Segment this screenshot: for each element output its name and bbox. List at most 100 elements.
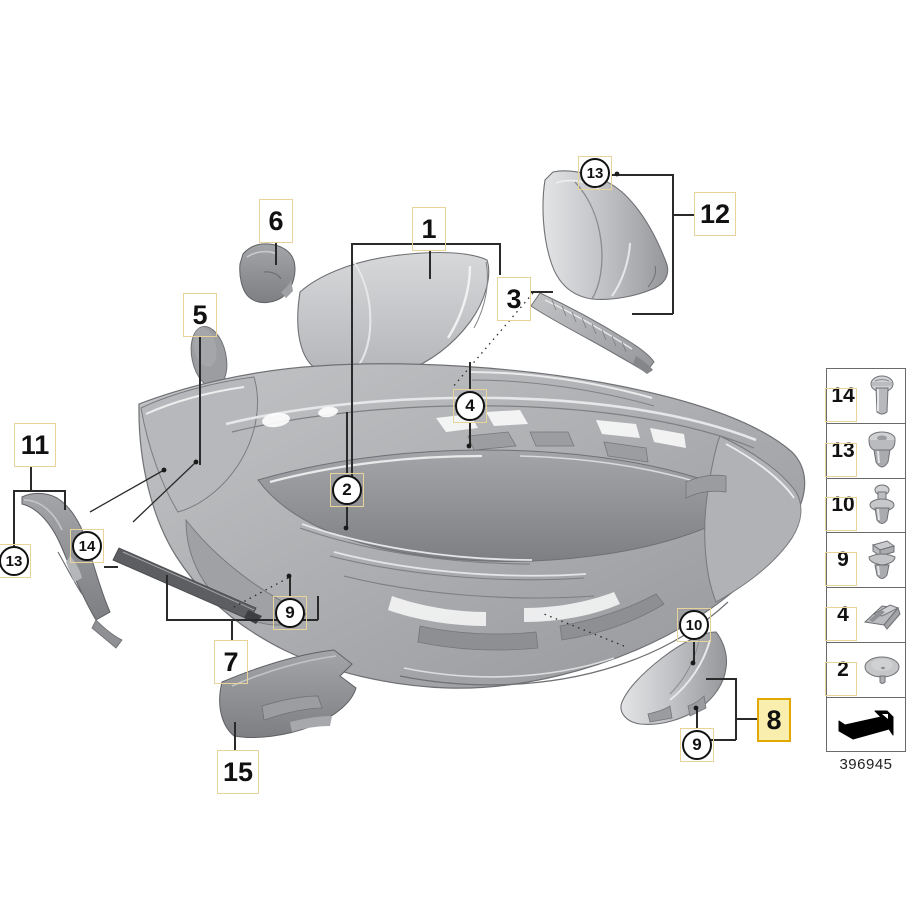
leader-3 [531, 291, 553, 293]
legend-row-2[interactable]: 2 [825, 643, 905, 698]
part-6-trim-cap [239, 243, 296, 303]
callout-circle-number: 2 [332, 475, 362, 505]
leader-11-right-leg [64, 490, 66, 510]
callout-circle-box [677, 608, 711, 642]
legend-number: 4 [837, 603, 849, 627]
legend-number-holder: 10 [825, 493, 859, 532]
leader-1-stem [429, 251, 431, 279]
legend-row-13[interactable]: 13 [825, 424, 905, 479]
part-3-sill-strip [530, 292, 655, 374]
leader-10-lower [693, 641, 695, 663]
callout-circle-number: 13 [580, 158, 610, 188]
leader-9a-upper [289, 576, 291, 596]
legend-row-4[interactable]: 4 [825, 588, 905, 643]
leader-8-stem [735, 718, 757, 720]
leader-12-spine [672, 174, 674, 314]
part-12-pillar-trim [542, 170, 669, 300]
callout-circle-number: 9 [682, 730, 712, 760]
callout-circle-number: 10 [679, 610, 709, 640]
callout-label-3[interactable]: 3 [497, 277, 531, 321]
legend-number-holder: 13 [825, 438, 859, 477]
legend-number-holder: 2 [825, 657, 859, 696]
round-disc-plug-icon [859, 643, 905, 697]
legend-number-holder: 9 [825, 548, 859, 587]
legend-number-holder: 4 [825, 603, 859, 642]
leader-5 [199, 337, 201, 465]
leader-4-upper [469, 362, 471, 390]
leader-1-left-leg [351, 243, 353, 503]
leader-9b-upper [696, 708, 698, 728]
leader-7-span [166, 619, 318, 621]
legend-number: 14 [831, 383, 855, 407]
callout-circle-13[interactable]: 13 [0, 544, 31, 578]
leader-14 [104, 566, 118, 568]
callout-label-11[interactable]: 11 [14, 423, 56, 467]
legend-number: 9 [837, 548, 849, 572]
callout-circle-2[interactable]: 2 [330, 473, 364, 507]
callout-circle-box [453, 389, 487, 423]
leader-8-bottom [697, 739, 736, 741]
leader-8-spine [735, 678, 737, 740]
callout-circle-number: 13 [0, 546, 29, 576]
leader-1-right-leg [499, 243, 501, 275]
leader-2-lower [346, 506, 348, 528]
callout-circle-box [273, 596, 307, 630]
legend-number-holder: 14 [825, 383, 859, 422]
callout-label-15[interactable]: 15 [217, 750, 259, 794]
callout-circle-9[interactable]: 9 [273, 596, 307, 630]
part-15-floor-cover [219, 649, 357, 739]
direction-arrow-icon [827, 698, 905, 753]
fastener-legend: 14 13 10 9 4 2 [825, 368, 906, 753]
callout-circle-9[interactable]: 9 [680, 728, 714, 762]
legend-row-14[interactable]: 14 [825, 369, 905, 424]
callout-circle-number: 14 [72, 531, 102, 561]
leader-6 [275, 243, 277, 265]
leader-7-stem [231, 620, 233, 640]
leader-2-upper [346, 412, 348, 474]
leader-4-lower [469, 422, 471, 446]
callout-label-5[interactable]: 5 [183, 293, 217, 337]
callout-circle-14[interactable]: 14 [70, 529, 104, 563]
callout-label-1[interactable]: 1 [412, 207, 446, 251]
callout-label-7[interactable]: 7 [214, 640, 248, 684]
flat-retainer-clip-icon [859, 588, 905, 642]
leader-7-right-leg [317, 596, 319, 620]
leader-12-top [612, 174, 673, 176]
leader-15 [234, 722, 236, 750]
leader-12-stem [672, 214, 694, 216]
leader-8-top [706, 678, 736, 680]
diagram-id: 396945 [839, 756, 893, 773]
legend-number: 10 [831, 493, 855, 517]
callout-circle-4[interactable]: 4 [453, 389, 487, 423]
leader-12-bottom [632, 313, 673, 315]
leader-7-left-leg [166, 575, 168, 620]
leader-11-span [13, 490, 65, 492]
leader-11-stem [30, 467, 32, 491]
callout-circle-number: 9 [275, 598, 305, 628]
main-floor-pan [138, 251, 806, 689]
callout-label-8[interactable]: 8 [757, 698, 791, 742]
callout-circle-box [578, 156, 612, 190]
legend-row-10[interactable]: 10 [825, 479, 905, 534]
legend-number: 2 [837, 657, 849, 681]
expanding-rivet-icon [859, 479, 905, 533]
callout-label-12[interactable]: 12 [694, 192, 736, 236]
screw-bolt-icon [859, 369, 905, 423]
callout-label-6[interactable]: 6 [259, 199, 293, 243]
callout-circle-box [680, 728, 714, 762]
callout-circle-box [0, 544, 31, 578]
square-head-clip-icon [859, 533, 905, 587]
leader-11-left-leg [13, 490, 15, 546]
legend-row-direction[interactable] [827, 698, 905, 753]
rivet-clip-wide-icon [859, 424, 905, 478]
callout-circle-10[interactable]: 10 [677, 608, 711, 642]
leader-1-span [351, 243, 501, 245]
legend-number: 13 [831, 438, 855, 462]
legend-row-9[interactable]: 9 [825, 533, 905, 589]
callout-circle-box [330, 473, 364, 507]
callout-circle-number: 4 [455, 391, 485, 421]
callout-circle-box [70, 529, 104, 563]
callout-circle-13[interactable]: 13 [578, 156, 612, 190]
